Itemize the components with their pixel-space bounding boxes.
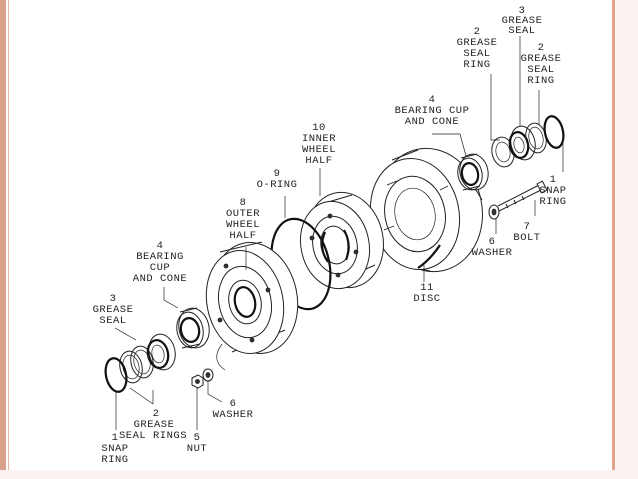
right-washer-part [488, 204, 500, 220]
callout-left-grease-seal: 3 GREASE SEAL [93, 293, 134, 327]
callout-bolt: 7 BOLT [513, 221, 540, 244]
callout-label: RING [463, 59, 490, 71]
callout-label: SNAP [101, 443, 128, 455]
callout-number: 1 [112, 432, 119, 444]
callout-label: GREASE [93, 304, 134, 316]
callout-label: NUT [187, 443, 207, 455]
bolt-part [497, 180, 548, 212]
callout-outer-wheel-half: 8 OUTER WHEEL HALF [226, 197, 260, 242]
callout-label: WHEEL [302, 144, 336, 156]
callout-label: OUTER [226, 208, 260, 220]
callout-number: 5 [194, 432, 201, 444]
callout-label: WASHER [213, 409, 254, 421]
callout-label: WASHER [472, 247, 513, 259]
outer-wheel-half-part [205, 241, 299, 354]
callout-number: 4 [429, 94, 436, 106]
inner-wheel-half-part [300, 191, 384, 290]
callout-label: DISC [413, 293, 440, 305]
callout-number: 6 [230, 398, 237, 410]
callout-label: HALF [305, 155, 332, 167]
callout-number: 9 [274, 168, 281, 180]
callout-label: RING [539, 196, 566, 208]
callout-label: CUP [150, 262, 170, 274]
callout-label: GREASE [457, 37, 498, 49]
left-washer-part [202, 368, 214, 382]
callout-label: SNAP [539, 185, 566, 197]
callout-label: GREASE [521, 53, 562, 65]
callout-label: SEAL RINGS [119, 430, 187, 442]
callout-left-grease-seal-rings: 2 GREASE SEAL RINGS [119, 408, 187, 442]
slide-border-right-band [615, 0, 638, 479]
callout-number: 6 [489, 236, 496, 248]
callout-left-snap-ring: 1 SNAP RING [101, 432, 128, 466]
slide-border-right [612, 0, 615, 479]
callout-label: GREASE [134, 419, 175, 431]
callout-label: GREASE [502, 15, 543, 27]
callout-label: RING [527, 75, 554, 87]
callout-number: 2 [474, 26, 481, 38]
callout-inner-wheel-half: 10 INNER WHEEL HALF [302, 122, 336, 167]
left-bearing-part [176, 307, 210, 349]
callout-label: AND CONE [405, 116, 459, 128]
callout-label: SEAL [508, 25, 535, 37]
callout-top-grease-seal-ring-right: 2 GREASE SEAL RING [521, 42, 562, 87]
callout-top-grease-seal: 3 GREASE SEAL [502, 5, 543, 37]
callout-number: 4 [157, 240, 164, 252]
callout-number: 3 [110, 293, 117, 305]
callout-label: RING [101, 454, 128, 466]
slide-border-bottom [0, 470, 638, 479]
callout-number: 2 [538, 42, 545, 54]
callout-label: SEAL [99, 315, 126, 327]
leader-lines [114, 36, 564, 430]
top-bearing-part [457, 153, 489, 191]
wheel-assembly-exploded-diagram: 3 GREASE SEAL 2 GREASE SEAL RING 2 GREAS… [93, 5, 567, 466]
nut-part [191, 374, 204, 389]
callout-number: 10 [312, 122, 326, 134]
callout-label: BOLT [513, 232, 540, 244]
callout-nut: 5 NUT [187, 432, 207, 455]
left-snap-ring-part [104, 357, 128, 393]
callout-label: BEARING [136, 251, 184, 263]
right-snap-ring-part [543, 115, 565, 149]
callout-o-ring: 9 O-RING [257, 168, 298, 191]
callout-number: 7 [524, 221, 531, 233]
left-grease-seal-rings-part [119, 345, 154, 384]
callout-label: HALF [229, 230, 256, 242]
callout-label: SEAL [527, 64, 554, 76]
callout-label: O-RING [257, 179, 298, 191]
callout-top-bearing-cup-cone: 4 BEARING CUP AND CONE [395, 94, 470, 128]
callout-number: 8 [240, 197, 247, 209]
slide-border-left [0, 0, 6, 479]
callout-label: AND CONE [133, 273, 187, 285]
callout-right-snap-ring: 1 SNAP RING [539, 174, 566, 208]
callout-label: BEARING CUP [395, 105, 470, 117]
callout-label: INNER [302, 133, 336, 145]
callout-label: SEAL [463, 48, 490, 60]
callout-number: 1 [550, 174, 557, 186]
callout-number: 11 [420, 282, 434, 294]
callout-left-bearing-cup-cone: 4 BEARING CUP AND CONE [133, 240, 187, 285]
callout-right-washer: 6 WASHER [472, 236, 513, 259]
callout-number: 2 [153, 408, 160, 420]
callout-number: 3 [519, 5, 526, 17]
callout-left-washer: 6 WASHER [213, 398, 254, 421]
slide-border-left-inner [8, 0, 9, 479]
callout-disc: 11 DISC [413, 282, 440, 305]
callout-top-grease-seal-ring-left: 2 GREASE SEAL RING [457, 26, 498, 71]
callout-label: WHEEL [226, 219, 260, 231]
